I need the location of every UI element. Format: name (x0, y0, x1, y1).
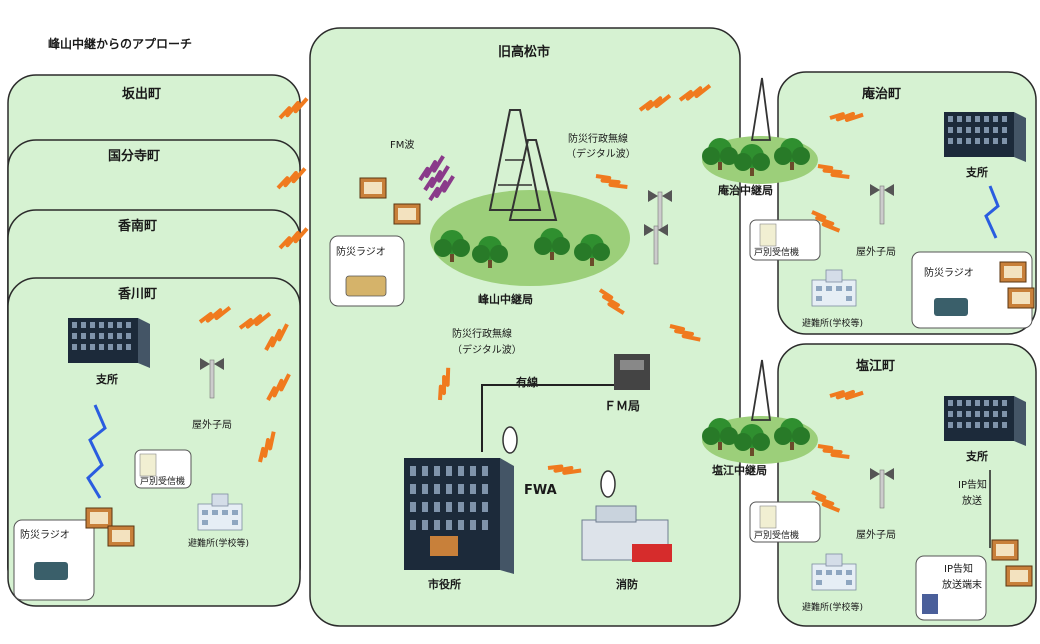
fm-wave-label: FM波 (390, 138, 414, 151)
digital-wave-top-sub: （デジタル波） (566, 147, 636, 160)
aji-radio-box-icon (999, 261, 1027, 283)
household-receiver-icon-aji (759, 223, 777, 247)
household-receiver-icon (139, 453, 157, 477)
aji-outdoor-label: 屋外子局 (856, 246, 896, 258)
city-hall-label: 市役所 (428, 577, 461, 591)
center-radio-box-icon-2 (393, 203, 421, 225)
kagawa-shelter-label: 避難所(学校等) (188, 537, 249, 549)
kagawa-outdoor-label: 屋外子局 (192, 419, 232, 431)
shionoe-office-building (944, 396, 1026, 446)
diagram-heading: 峰山中継からのアプローチ (48, 36, 192, 51)
town-name-kokubunji: 国分寺町 (108, 148, 160, 164)
wired-label: 有線 (516, 375, 538, 389)
shionoe-outdoor-label: 屋外子局 (856, 529, 896, 541)
fm-station-icon (614, 354, 650, 390)
aji-radio-label: 防災ラジオ (924, 266, 974, 279)
kagawa-radio-box-icon-2 (107, 525, 135, 547)
aji-office-building (944, 112, 1026, 162)
fire-dept-building-icon (581, 505, 672, 562)
center-radio-label: 防災ラジオ (336, 245, 386, 258)
town-name-kagawa: 香川町 (117, 286, 157, 302)
shionoe-relay-label: 塩江中継局 (712, 463, 767, 477)
digital-wave-top-label: 防災行政無線 (568, 132, 628, 145)
disaster-radio-icon-aji (934, 298, 968, 316)
center-radio-box-icon-1 (359, 177, 387, 199)
shionoe-relay-hill (702, 359, 818, 464)
fire-dept-label: 消防 (616, 577, 638, 591)
town-name-aji: 庵治町 (862, 86, 901, 102)
fm-station-label: ＦＭ局 (604, 399, 640, 413)
aji-office-label: 支所 (965, 165, 988, 179)
fwa-dish-icon (502, 426, 518, 454)
shionoe-ip-label-2: 放送 (962, 494, 982, 507)
kagawa-household-label: 戸別受信機 (140, 475, 185, 487)
blue-wave-kagawa (86, 404, 107, 499)
kagawa-radio-label: 防災ラジオ (20, 528, 70, 541)
city-hall-building-icon (404, 458, 514, 574)
fwa-label: FWA (524, 483, 557, 498)
kagawa-office-building (68, 318, 150, 368)
shionoe-shelter-label: 避難所(学校等) (802, 601, 863, 613)
town-name-shionoe: 塩江町 (856, 358, 895, 374)
relay-label: 峰山中継局 (478, 292, 533, 306)
digital-wave-bottom-label: 防災行政無線 (452, 327, 512, 340)
kagawa-radio-box-icon (85, 507, 113, 529)
town-name-konan: 香南町 (117, 218, 157, 234)
disaster-radio-icon (34, 562, 68, 580)
shionoe-ip-terminal-label-2: 放送端末 (942, 578, 982, 591)
blue-wave-aji (984, 185, 1000, 239)
aji-shelter-label: 避難所(学校等) (802, 317, 863, 329)
town-name-sakaide: 坂出町 (122, 86, 161, 102)
aji-relay-hill (702, 77, 818, 184)
ip-terminal-icon (922, 594, 938, 614)
aji-household-label: 戸別受信機 (754, 246, 799, 258)
shionoe-ip-label-1: IP告知 (958, 478, 987, 491)
aji-relay-label: 庵治中継局 (718, 183, 773, 197)
disaster-radio-icon-center (345, 275, 387, 297)
kagawa-office-label: 支所 (95, 372, 118, 386)
center-title: 旧高松市 (498, 44, 550, 60)
shionoe-radio-box-icon (991, 539, 1019, 561)
relay-tower-icon (488, 109, 542, 211)
shionoe-office-label: 支所 (965, 449, 988, 463)
kagawa-radio-callout (13, 519, 95, 601)
digital-wave-bottom-sub: （デジタル波） (452, 343, 522, 356)
shionoe-household-label: 戸別受信機 (754, 529, 799, 541)
household-receiver-icon-shionoe (759, 505, 777, 529)
shionoe-ip-terminal-label-1: IP告知 (944, 562, 973, 575)
fwa-dish-icon-2 (600, 470, 616, 498)
